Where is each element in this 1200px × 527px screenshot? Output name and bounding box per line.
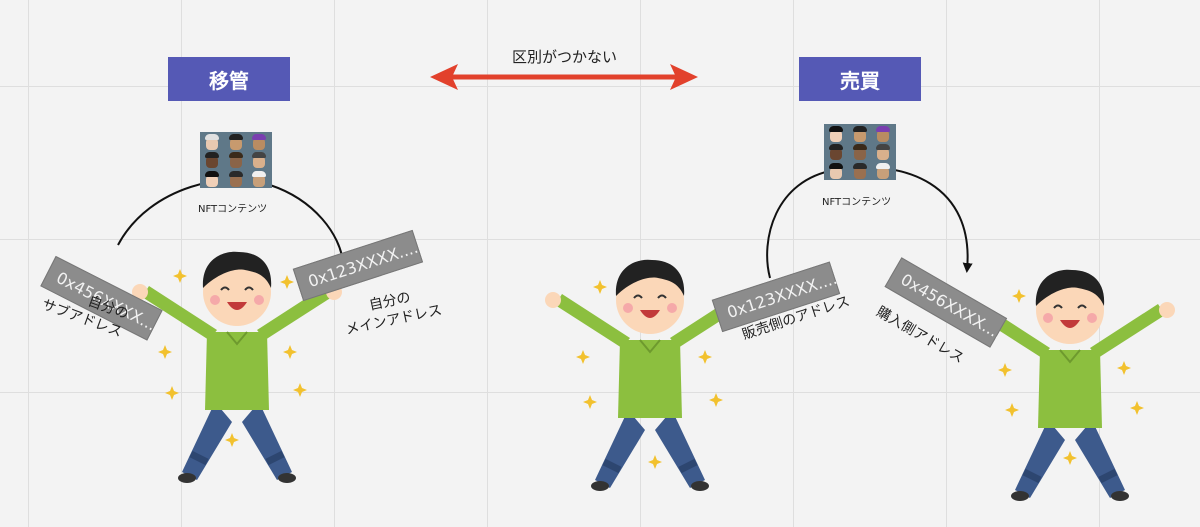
sale-arrow xyxy=(766,166,973,279)
header-transfer: 移管 xyxy=(168,57,290,101)
nft-image-right xyxy=(824,124,896,180)
person-buyer xyxy=(965,270,1175,501)
nft-label-left: NFTコンテンツ xyxy=(198,204,268,215)
header-sale: 売買 xyxy=(799,57,921,101)
indistinguishable-label: 区別がつかない xyxy=(512,48,618,66)
transfer-arrow xyxy=(117,178,348,265)
nft-label-right: NFTコンテンツ xyxy=(822,197,892,208)
nft-image-left xyxy=(200,132,272,188)
person-seller xyxy=(545,260,755,491)
double-arrow xyxy=(430,64,698,90)
